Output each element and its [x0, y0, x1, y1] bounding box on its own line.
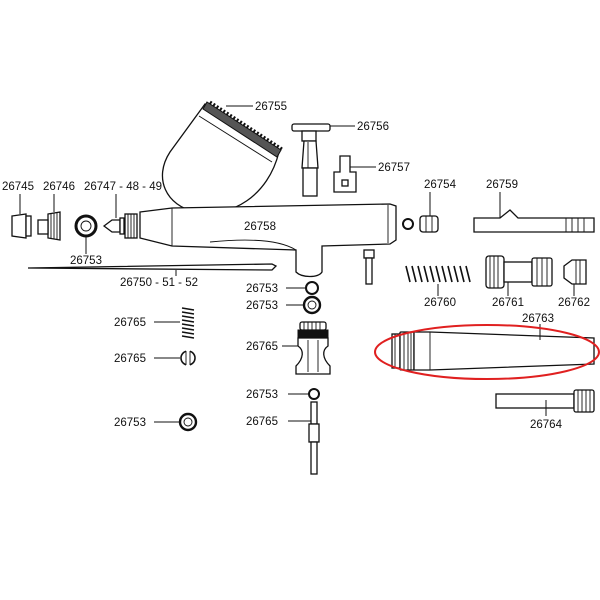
handle-26763	[391, 331, 595, 371]
nozzle-cap-26745	[11, 213, 32, 239]
label-26765-d: 26765	[114, 353, 146, 365]
label-26750: 26750 - 51 - 52	[120, 277, 198, 289]
label-26753-d: 26753	[246, 389, 278, 401]
label-26745: 26745	[2, 181, 34, 193]
valve-stem-26765	[308, 401, 320, 475]
air-valve-26765	[295, 321, 331, 375]
label-26762: 26762	[558, 297, 590, 309]
label-26759: 26759	[486, 179, 518, 191]
nozzle-26747	[102, 213, 138, 239]
label-26765-b: 26765	[246, 341, 278, 353]
o-ring-26753-small	[402, 218, 414, 230]
label-26760: 26760	[424, 297, 456, 309]
label-26753-b: 26753	[246, 283, 278, 295]
needle-guide-26764	[495, 389, 595, 413]
label-26765-a: 26765	[114, 317, 146, 329]
air-valve-stem-26759	[473, 209, 595, 233]
o-ring-26753-front	[74, 214, 98, 238]
lever-guide	[333, 155, 357, 193]
label-26747: 26747 - 48 - 49	[84, 181, 162, 193]
label-26754: 26754	[424, 179, 457, 191]
label-26753-c: 26753	[246, 300, 278, 312]
label-26753-e: 26753	[114, 417, 146, 429]
label-26764: 26764	[530, 419, 563, 431]
trigger-lever	[291, 123, 331, 197]
highlight-ellipse	[374, 324, 600, 380]
label-26756: 26756	[357, 121, 389, 133]
valve-nut-26762	[563, 259, 587, 285]
label-26757: 26757	[378, 162, 410, 174]
label-26763: 26763	[522, 313, 554, 325]
valve-screw	[363, 249, 375, 285]
label-26753-a: 26753	[70, 255, 102, 267]
o-ring-26753-b	[305, 281, 319, 295]
paint-cup	[161, 100, 283, 214]
o-ring-26753-c	[302, 295, 322, 315]
label-26765-c: 26765	[246, 416, 278, 428]
o-ring-26753-e	[178, 412, 198, 432]
label-26761: 26761	[492, 297, 524, 309]
valve-housing-26761	[485, 255, 553, 289]
label-26755: 26755	[255, 101, 287, 113]
o-ring-26753-d	[308, 388, 320, 400]
spring-26760	[404, 264, 472, 283]
needle	[27, 263, 278, 271]
nut-26754	[419, 215, 439, 233]
label-26746: 26746	[43, 181, 75, 193]
spring-26765	[181, 307, 195, 339]
clip-26765	[180, 350, 196, 366]
label-26758: 26758	[244, 221, 276, 233]
needle-cap-26746	[37, 211, 61, 241]
airbrush-body	[139, 203, 397, 278]
